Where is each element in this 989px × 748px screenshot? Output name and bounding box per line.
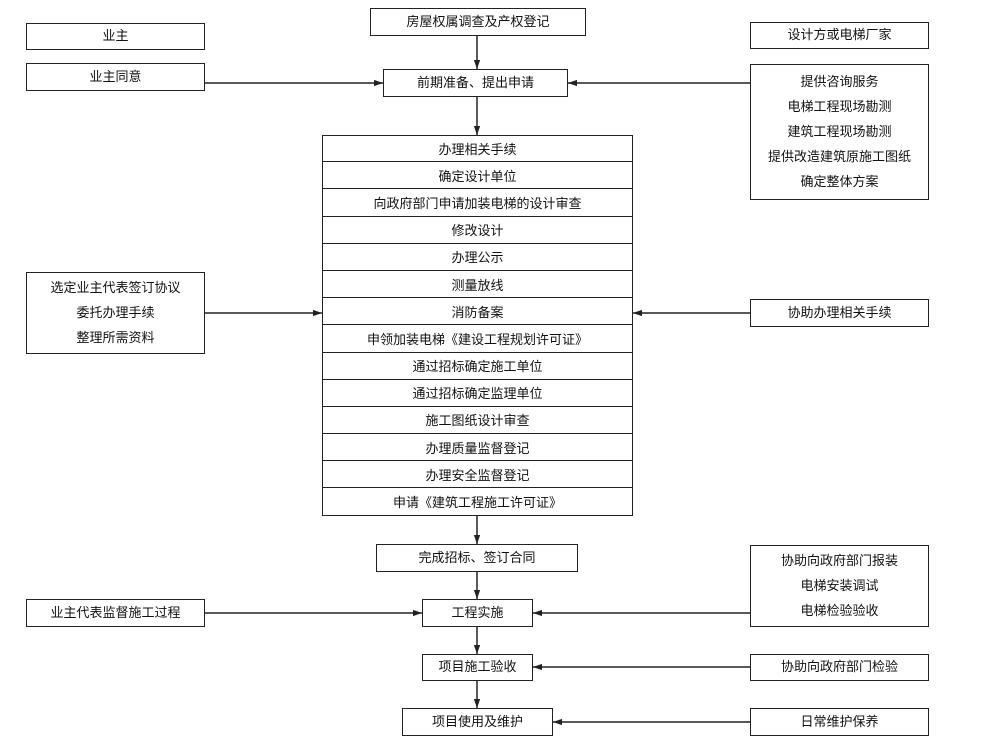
assist-install-box: 协助向政府部门报装 电梯安装调试 电梯检验验收 — [750, 545, 929, 627]
assist-install-item: 协助向政府部门报装 — [780, 553, 898, 569]
procedure-step: 申请《建筑工程施工许可证》 — [322, 488, 633, 516]
procedure-step: 消防备案 — [322, 298, 633, 326]
assist-install-item: 电梯检验验收 — [800, 603, 879, 619]
procedure-step: 办理质量监督登记 — [322, 434, 633, 462]
owner-task-item: 委托办理手续 — [76, 305, 155, 321]
procedure-step: 通过招标确定监理单位 — [322, 379, 633, 407]
procedure-step: 测量放线 — [322, 270, 633, 299]
designer-service-item: 确定整体方案 — [800, 174, 879, 190]
daily-maintain-box: 日常维护保养 — [750, 708, 929, 736]
owner-task-item: 选定业主代表签订协议 — [50, 280, 181, 296]
procedures-stack: 办理相关手续 确定设计单位 向政府部门申请加装电梯的设计审查 修改设计 办理公示… — [322, 135, 633, 516]
procedure-step: 通过招标确定施工单位 — [322, 352, 633, 380]
owner-agree-box: 业主同意 — [26, 63, 205, 91]
procedure-step: 办理公示 — [322, 243, 633, 271]
prep-box: 前期准备、提出申请 — [383, 69, 568, 97]
designer-services-box: 提供咨询服务 电梯工程现场勘测 建筑工程现场勘测 提供改造建筑原施工图纸 确定整… — [750, 64, 929, 200]
use-maintain-box: 项目使用及维护 — [402, 708, 553, 736]
designer-box: 设计方或电梯厂家 — [750, 22, 929, 49]
property-survey-box: 房屋权属调查及产权登记 — [370, 8, 586, 36]
owner-tasks-box: 选定业主代表签订协议 委托办理手续 整理所需资料 — [26, 272, 205, 354]
designer-service-item: 提供咨询服务 — [800, 74, 879, 90]
procedure-step: 施工图纸设计审查 — [322, 406, 633, 435]
assist-inspect-box: 协助向政府部门检验 — [750, 654, 929, 681]
designer-service-item: 电梯工程现场勘测 — [787, 99, 892, 115]
procedure-step: 申领加装电梯《建设工程规划许可证》 — [322, 325, 633, 353]
construction-box: 工程实施 — [422, 599, 533, 627]
designer-service-item: 提供改造建筑原施工图纸 — [767, 149, 911, 165]
contract-box: 完成招标、签订合同 — [376, 544, 578, 572]
assist-procedures-box: 协助办理相关手续 — [750, 299, 929, 327]
designer-service-item: 建筑工程现场勘测 — [787, 124, 892, 140]
owner-supervise-box: 业主代表监督施工过程 — [26, 599, 205, 627]
owner-task-item: 整理所需资料 — [76, 330, 155, 346]
acceptance-box: 项目施工验收 — [422, 654, 533, 681]
assist-install-item: 电梯安装调试 — [800, 578, 879, 594]
procedure-step: 办理安全监督登记 — [322, 461, 633, 489]
procedure-step: 办理相关手续 — [322, 135, 633, 163]
owner-box: 业主 — [26, 23, 205, 50]
procedure-step: 向政府部门申请加装电梯的设计审查 — [322, 189, 633, 217]
procedure-step: 修改设计 — [322, 216, 633, 244]
procedure-step: 确定设计单位 — [322, 162, 633, 190]
